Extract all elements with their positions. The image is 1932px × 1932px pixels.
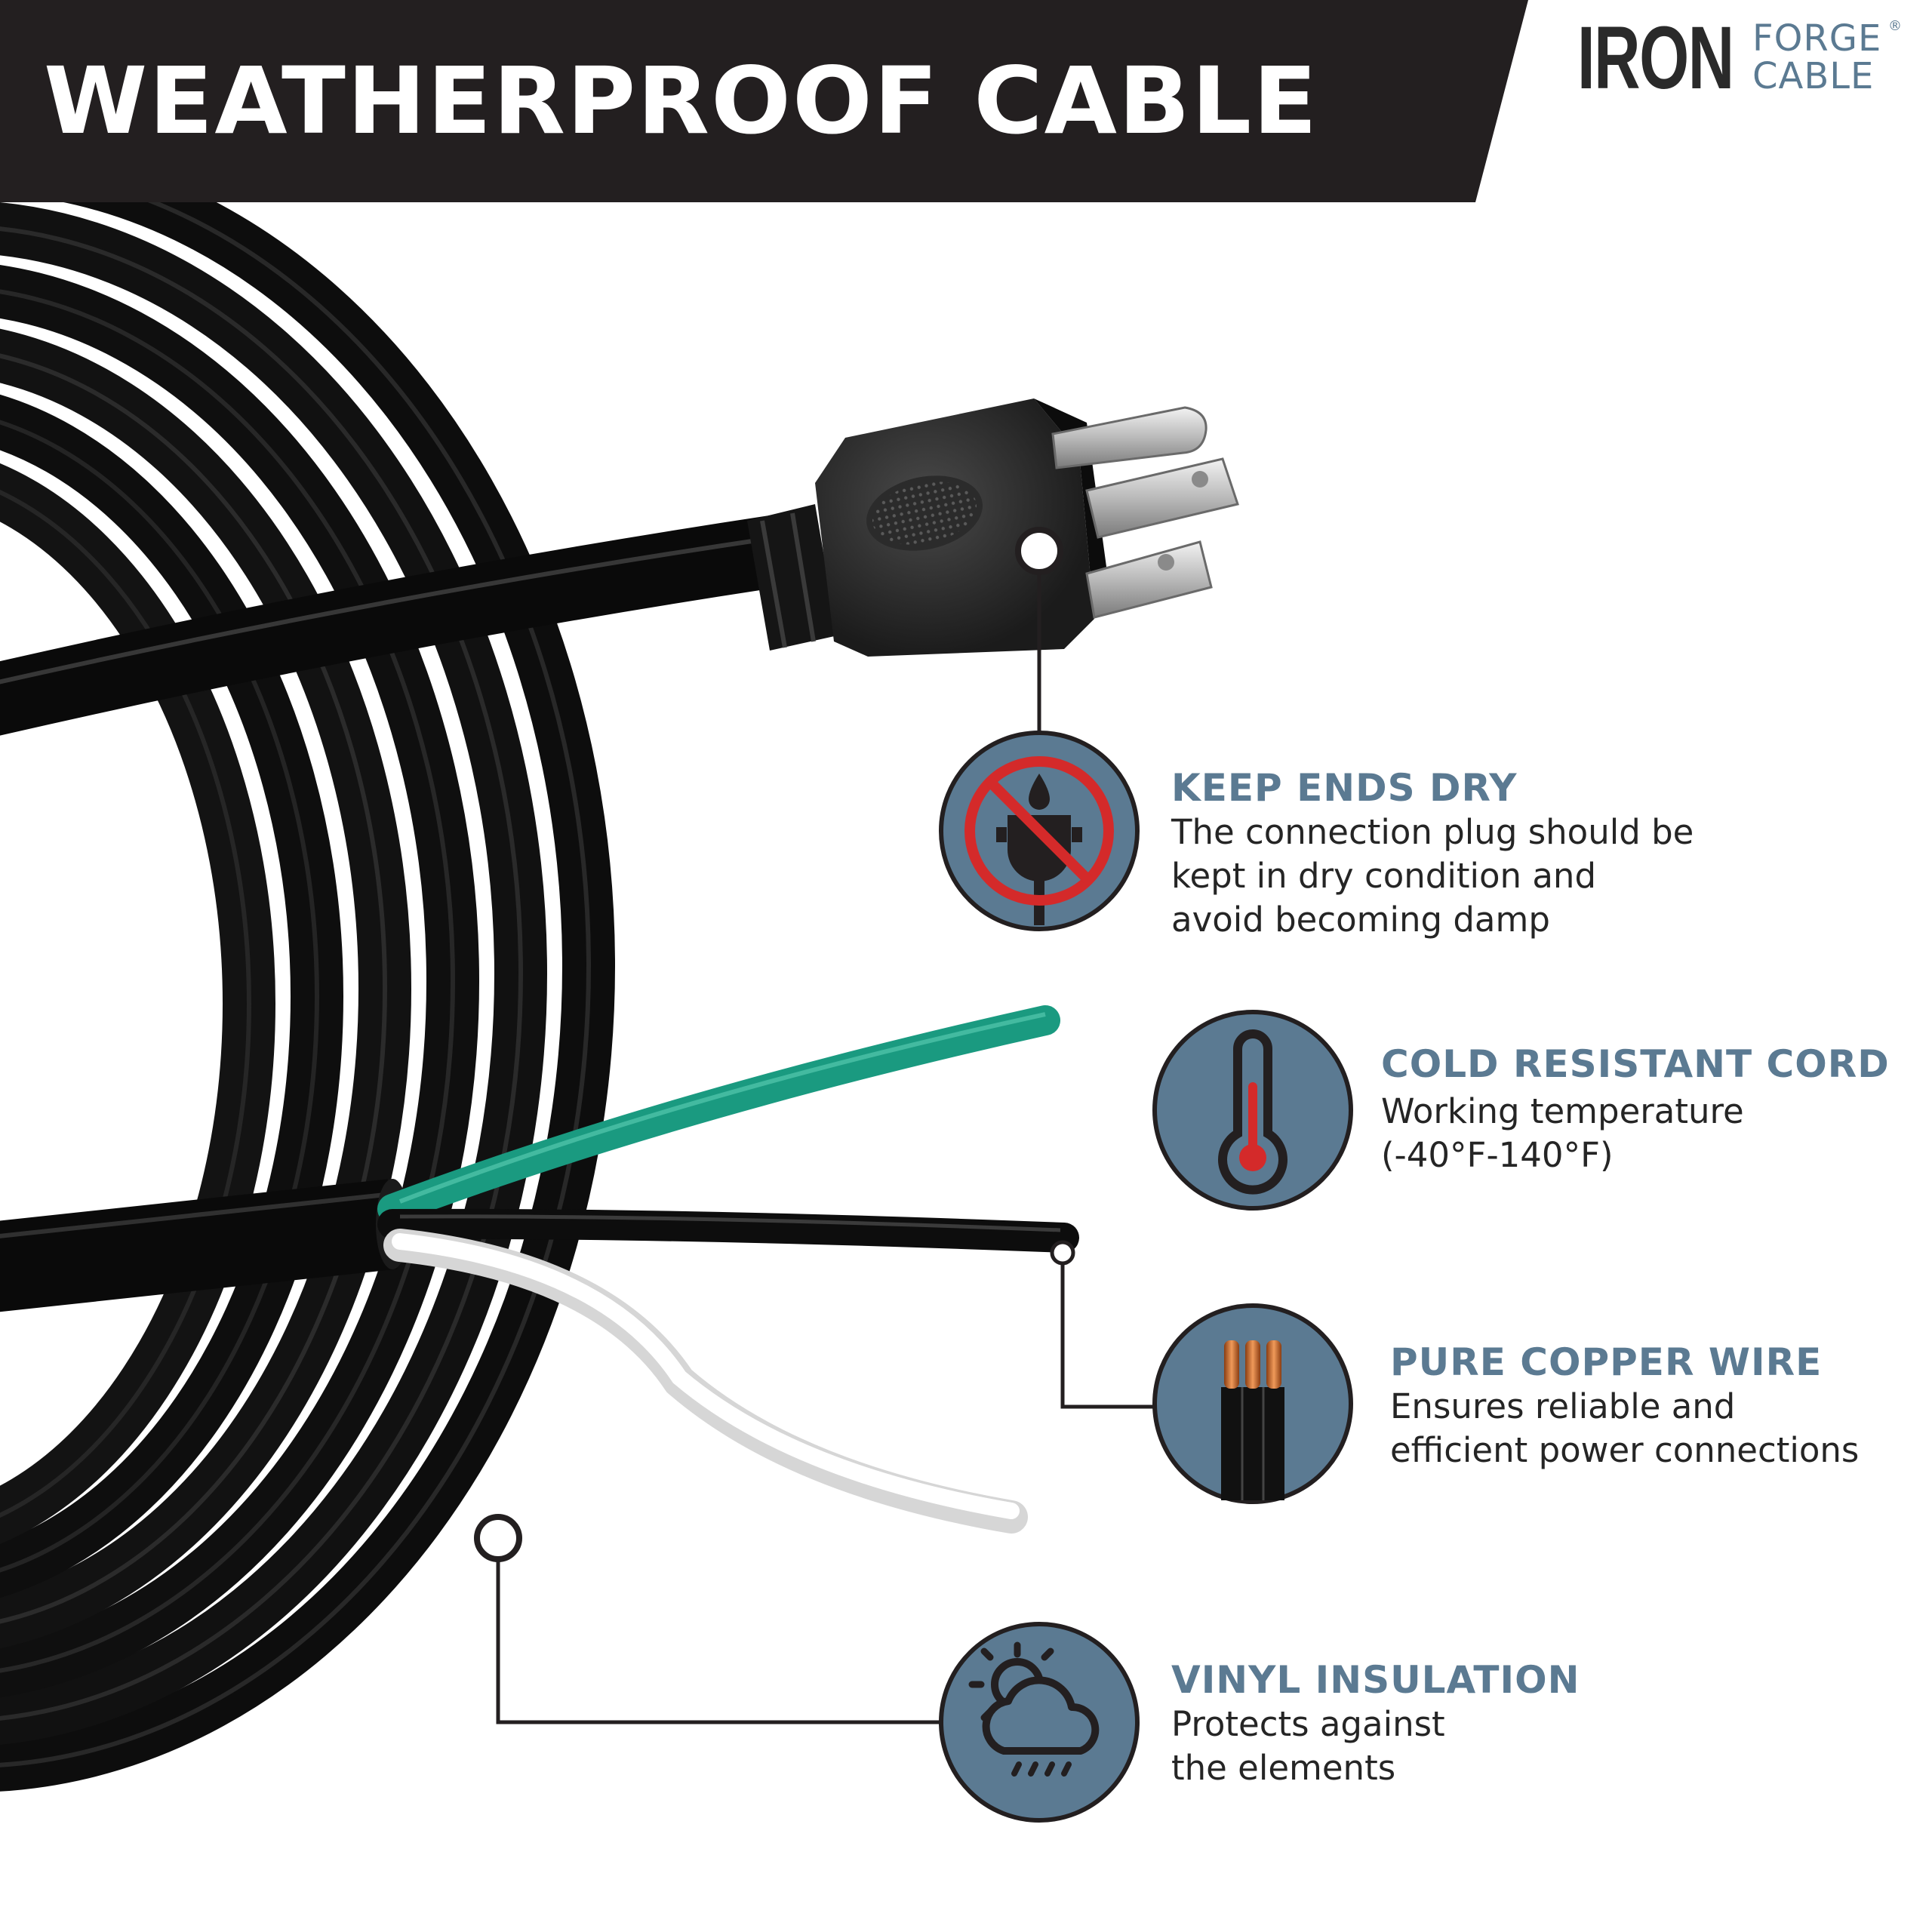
marker-wire <box>1050 1240 1075 1266</box>
feature-description: Ensures reliable and efficient power con… <box>1390 1385 1859 1472</box>
feature-pure-copper-wire: PURE COPPER WIRE Ensures reliable and ef… <box>1390 1340 1859 1472</box>
ground-wire <box>377 1005 1060 1224</box>
feature-line: (-40°F-140°F) <box>1381 1135 1614 1175</box>
feature-keep-ends-dry: KEEP ENDS DRY The connection plug should… <box>1171 765 1694 942</box>
plug-prongs <box>1051 406 1239 619</box>
weather-icon <box>939 1622 1140 1823</box>
feature-heading: PURE COPPER WIRE <box>1390 1340 1823 1384</box>
feature-line: the elements <box>1171 1748 1396 1788</box>
feature-heading: VINYL INSULATION <box>1171 1658 1580 1702</box>
plug-cable <box>0 398 1109 736</box>
feature-vinyl-insulation: VINYL INSULATION Protects against the el… <box>1171 1657 1580 1790</box>
no-wet-plug-icon <box>939 731 1140 931</box>
stripped-cable <box>0 1005 1079 1534</box>
copper-wire-icon <box>1152 1303 1353 1504</box>
callout-lines <box>496 551 1156 1724</box>
brand-logo: IRON FORGE CABLE ® <box>1577 8 1909 108</box>
cable-coil <box>0 140 615 1792</box>
feature-line: Protects against <box>1171 1704 1445 1744</box>
banner-shape <box>0 0 1528 202</box>
brand-word-cable: CABLE <box>1752 55 1875 97</box>
header-banner: WEATHERPROOF CABLE <box>0 0 1932 204</box>
marker-plug <box>1015 527 1063 575</box>
thermometer-icon <box>1152 1010 1353 1211</box>
hot-wire <box>377 1208 1079 1253</box>
feature-line: avoid becoming damp <box>1171 900 1550 940</box>
page-title: WEATHERPROOF CABLE <box>44 48 1319 155</box>
feature-description: Protects against the elements <box>1171 1703 1580 1790</box>
feature-heading: KEEP ENDS DRY <box>1171 766 1518 810</box>
brand-word-forge: FORGE <box>1752 17 1882 60</box>
feature-line: Working temperature <box>1381 1091 1744 1131</box>
feature-heading: COLD RESISTANT CORD <box>1381 1042 1890 1086</box>
feature-description: Working temperature (-40°F-140°F) <box>1381 1090 1890 1177</box>
feature-cold-resistant-cord: COLD RESISTANT CORD Working temperature … <box>1381 1041 1890 1177</box>
feature-line: kept in dry condition and <box>1171 856 1597 896</box>
feature-description: The connection plug should be kept in dr… <box>1171 811 1694 942</box>
feature-line: Ensures reliable and <box>1390 1386 1736 1426</box>
brand-word-iron: IRON <box>1577 8 1734 108</box>
feature-line: The connection plug should be <box>1171 812 1694 852</box>
marker-insulation <box>474 1514 522 1562</box>
registered-mark: ® <box>1888 18 1902 34</box>
feature-line: efficient power connections <box>1390 1430 1860 1470</box>
